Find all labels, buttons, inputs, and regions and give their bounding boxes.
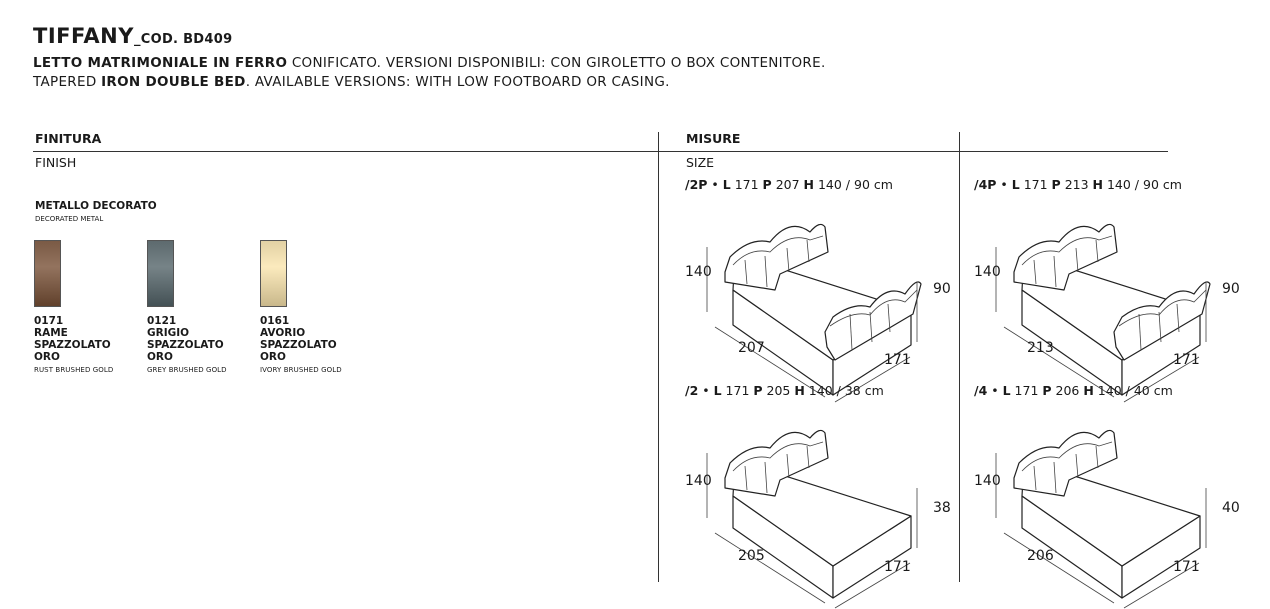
dimension-label: 171 <box>884 559 911 575</box>
variant-dimensions: /4P • L 171 P 213 H 140 / 90 cm <box>974 177 1182 192</box>
swatch-name-line: AVORIO <box>260 327 306 339</box>
size-subheading: SIZE <box>686 155 715 170</box>
swatch-code: 0161 <box>260 315 290 327</box>
swatch-name-line: SPAZZOLATO <box>147 339 224 351</box>
dimension-label: 207 <box>738 340 765 356</box>
swatch-name-english: GREY BRUSHED GOLD <box>147 366 227 374</box>
swatch-name-line: SPAZZOLATO <box>260 339 337 351</box>
product-name: TIFFANY <box>33 24 134 48</box>
variant-dimensions: /2 • L 171 P 205 H 140 / 38 cm <box>685 383 884 398</box>
bed-drawing <box>706 429 918 609</box>
swatch-name-english: IVORY BRUSHED GOLD <box>260 366 342 374</box>
swatch-name-line: GRIGIO <box>147 327 190 339</box>
column-divider <box>658 132 659 582</box>
finish-swatch <box>34 240 61 307</box>
description-english: TAPERED IRON DOUBLE BED. AVAILABLE VERSI… <box>33 74 670 90</box>
swatch-name-line: SPAZZOLATO <box>34 339 111 351</box>
dimension-label: 171 <box>1173 559 1200 575</box>
description-italian: LETTO MATRIMONIALE IN FERRO CONIFICATO. … <box>33 55 826 71</box>
dimension-label: 205 <box>738 548 765 564</box>
size-heading: MISURE <box>686 131 741 146</box>
swatch-name-line: ORO <box>260 351 286 363</box>
dimension-label: 140 <box>685 473 712 489</box>
variant-dimensions: /2P • L 171 P 207 H 140 / 90 cm <box>685 177 893 192</box>
finish-group-subtitle: DECORATED METAL <box>35 215 104 223</box>
finish-swatch <box>260 240 287 307</box>
table-rule <box>33 151 1168 152</box>
finish-swatch <box>147 240 174 307</box>
swatch-code: 0121 <box>147 315 177 327</box>
column-divider <box>959 132 960 582</box>
product-code: _COD. BD409 <box>133 32 233 47</box>
dimension-label: 171 <box>1173 352 1200 368</box>
bed-drawing <box>995 429 1207 609</box>
swatch-name-line: ORO <box>34 351 60 363</box>
dimension-label: 171 <box>884 352 911 368</box>
dimension-label: 140 <box>974 264 1001 280</box>
swatch-code: 0171 <box>34 315 64 327</box>
product-title: TIFFANY_COD. BD409 <box>33 24 232 48</box>
dimension-label: 40 <box>1222 500 1240 516</box>
bed-drawing <box>706 223 922 403</box>
dimension-label: 213 <box>1027 340 1054 356</box>
variant-dimensions: /4 • L 171 P 206 H 140 / 40 cm <box>974 383 1173 398</box>
finish-group-title: METALLO DECORATO <box>35 200 157 212</box>
dimension-label: 38 <box>933 500 951 516</box>
dimension-label: 140 <box>685 264 712 280</box>
swatch-name-line: RAME <box>34 327 68 339</box>
bed-drawing <box>995 223 1211 403</box>
swatch-name-line: ORO <box>147 351 173 363</box>
dimension-label: 90 <box>1222 281 1240 297</box>
finish-subheading: FINISH <box>35 155 77 170</box>
dimension-label: 140 <box>974 473 1001 489</box>
dimension-label: 90 <box>933 281 951 297</box>
finish-heading: FINITURA <box>35 131 102 146</box>
swatch-name-english: RUST BRUSHED GOLD <box>34 366 114 374</box>
dimension-label: 206 <box>1027 548 1054 564</box>
